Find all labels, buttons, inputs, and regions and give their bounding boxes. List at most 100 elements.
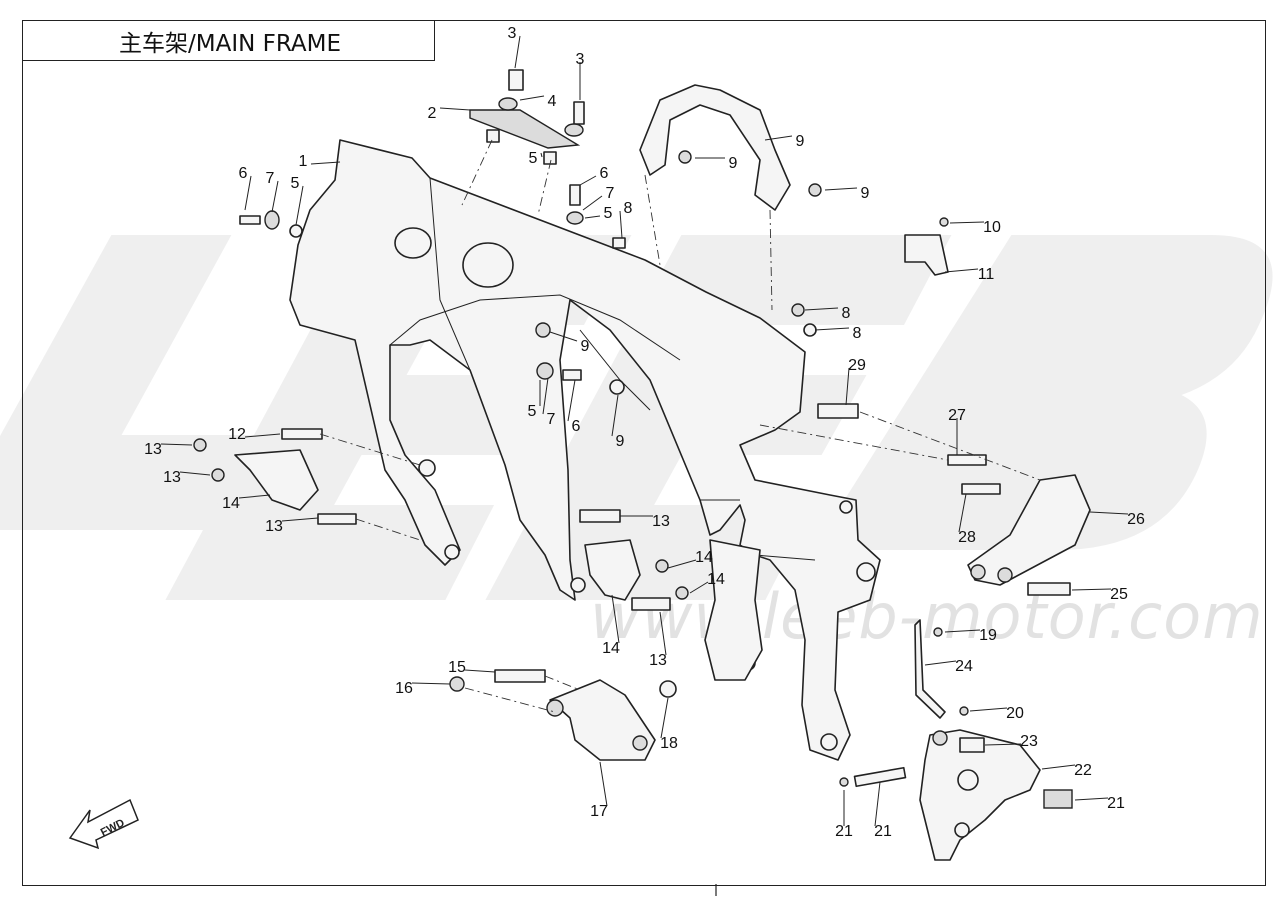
bracket-24 — [839, 619, 1073, 861]
callout-leader — [519, 95, 545, 101]
callout-leader — [464, 669, 496, 673]
callout-leader — [439, 107, 471, 111]
callout-leader — [271, 180, 279, 213]
callout-leader — [845, 367, 850, 406]
callout-number: 7 — [606, 185, 615, 202]
callout-leader — [244, 433, 281, 438]
callout-leader — [944, 629, 981, 633]
callout-number: 6 — [600, 165, 609, 182]
callout-leader — [611, 394, 619, 437]
callout-number: 13 — [163, 469, 181, 486]
callout-leader — [295, 185, 304, 226]
callout-leader — [619, 210, 623, 239]
callout-number: 9 — [581, 338, 590, 355]
callout-leader — [611, 594, 620, 644]
callout-number: 18 — [660, 735, 678, 752]
callout-number: 9 — [796, 133, 805, 150]
callout-number: 10 — [983, 219, 1001, 236]
callout-leader — [244, 175, 252, 211]
callout-number: 8 — [842, 305, 851, 322]
callout-leader — [949, 221, 985, 224]
callout-number: 14 — [602, 640, 620, 657]
watermark-url: www.leeb-motor.com — [590, 580, 1264, 653]
callout-number: 13 — [652, 513, 670, 530]
callout-leader — [549, 331, 578, 342]
callout-leader — [542, 377, 549, 415]
callout-leader — [514, 35, 521, 69]
callout-number: 13 — [649, 652, 667, 669]
callout-leader — [764, 135, 793, 141]
callout-leader — [584, 215, 601, 219]
callout-leader — [984, 743, 1022, 746]
callout-leader — [944, 268, 979, 273]
left-hardware — [193, 210, 421, 541]
callout-number: 12 — [228, 426, 246, 443]
mount-19 — [449, 669, 677, 761]
callout-number: 24 — [955, 658, 973, 675]
callout-number: 9 — [729, 155, 738, 172]
lower-bracket — [704, 539, 763, 681]
callout-number: 9 — [861, 185, 870, 202]
callout-leader — [824, 187, 858, 191]
callout-number: 14 — [222, 495, 240, 512]
callout-leader — [814, 327, 850, 331]
callout-leader — [281, 517, 319, 522]
callout-leader — [567, 379, 576, 422]
callout-number: 7 — [266, 170, 275, 187]
callout-number: 6 — [572, 418, 581, 435]
callout-number: 15 — [448, 659, 466, 676]
callout-leader — [411, 682, 451, 685]
callout-number: 21 — [835, 823, 853, 840]
callout-number: 25 — [1110, 586, 1128, 603]
callout-number: 1 — [299, 153, 308, 170]
callout-number: 21 — [874, 823, 892, 840]
callout-number: 14 — [695, 549, 713, 566]
rear-loop — [639, 84, 822, 311]
callout-leader — [874, 781, 881, 827]
callout-leader — [599, 761, 608, 807]
top-plate-assembly — [461, 69, 585, 216]
callout-number: 3 — [508, 25, 517, 42]
fwd-arrow-icon: FWD — [68, 798, 139, 850]
callout-leader — [582, 195, 603, 211]
callout-leader — [660, 697, 669, 739]
callout-leader — [924, 660, 957, 666]
mount-16 — [579, 509, 689, 611]
bracket-12 — [904, 217, 949, 276]
callout-leader — [958, 493, 967, 533]
callout-leader — [540, 152, 543, 158]
callout-number: 27 — [948, 407, 966, 424]
callout-number: 3 — [576, 51, 585, 68]
callout-number: 16 — [395, 680, 413, 697]
callout-leader — [667, 559, 697, 569]
callout-number: 23 — [1020, 733, 1038, 750]
callout-number: 5 — [528, 403, 537, 420]
callout-number: 8 — [853, 325, 862, 342]
callout-number: 5 — [529, 150, 538, 167]
callout-number: 19 — [979, 627, 997, 644]
callout-number: 14 — [707, 571, 725, 588]
callout-number: 2 — [428, 105, 437, 122]
callout-number: 8 — [624, 200, 633, 217]
callout-number: 13 — [265, 518, 283, 535]
diagram-title: 主车架/MAIN FRAME — [22, 20, 435, 61]
callout-leader — [1041, 764, 1076, 770]
callout-number: 6 — [239, 165, 248, 182]
callout-leader — [1071, 588, 1112, 591]
callout-leader — [804, 307, 839, 311]
callout-leader — [689, 581, 709, 594]
callout-number: 4 — [548, 93, 557, 110]
callout-leader — [969, 707, 1008, 712]
callout-leader — [579, 175, 597, 186]
callout-leader — [160, 443, 193, 446]
callout-leader — [1089, 511, 1129, 515]
callout-number: 20 — [1006, 705, 1024, 722]
main-frame — [289, 139, 881, 761]
callout-leader — [1074, 797, 1109, 801]
callout-number: 5 — [604, 205, 613, 222]
callout-number: 7 — [547, 411, 556, 428]
callout-number: 28 — [958, 529, 976, 546]
callout-number: 5 — [291, 175, 300, 192]
